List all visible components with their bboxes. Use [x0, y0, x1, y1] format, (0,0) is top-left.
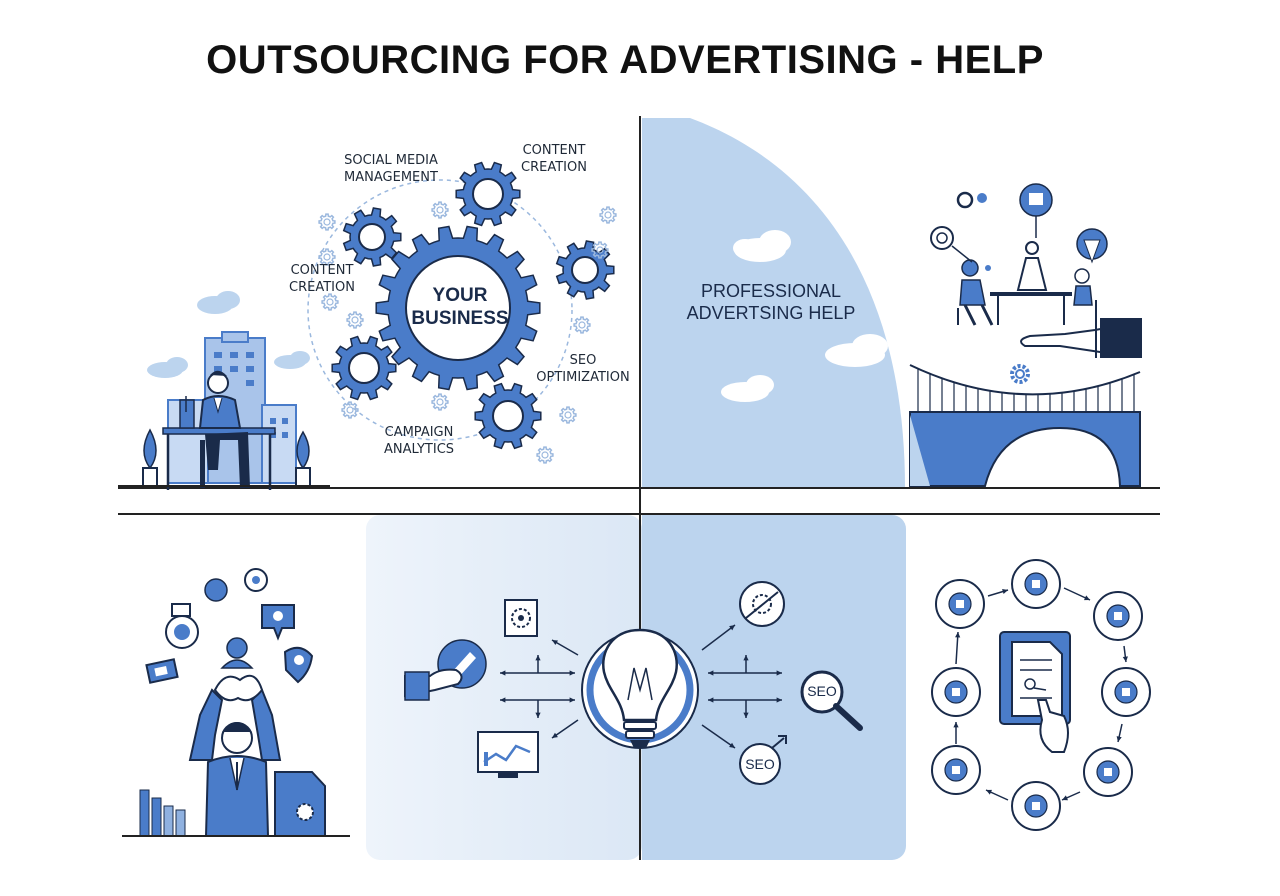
bottom-right-blue-panel	[642, 515, 906, 860]
tablet-document-icon	[999, 631, 1071, 753]
idea-hub	[404, 581, 863, 785]
gear-icon	[555, 240, 615, 300]
analytics-monitor-icon	[477, 731, 539, 778]
workflow-cycle-icon	[931, 559, 1151, 831]
gear-icon	[573, 316, 591, 334]
hand-with-tool-icon	[404, 639, 487, 701]
cycle-step-icon	[1011, 781, 1061, 831]
gear-icon	[599, 206, 617, 224]
gear-icon	[318, 213, 336, 231]
gear-icon	[431, 201, 449, 219]
gear-icon	[321, 293, 339, 311]
gear-icon	[474, 382, 542, 450]
gear-icon	[536, 446, 554, 464]
lightbulb-icon	[602, 628, 678, 748]
plant-icon	[142, 428, 311, 487]
gear-icon	[559, 406, 577, 424]
target-gear-icon	[739, 581, 785, 627]
your-business-label: YOUR BUSINESS	[411, 285, 509, 329]
seo-badge-icon	[739, 735, 787, 785]
cycle-step-icon	[935, 579, 985, 629]
cloud-icon	[721, 230, 888, 402]
cycle-step-icon	[1101, 667, 1151, 717]
cycle-step-icon	[1011, 559, 1061, 609]
gear-icon	[342, 207, 402, 267]
service-label-campaign-analytics: CAMPAIGN ANALYTICS	[383, 425, 455, 457]
professional-help-label: PROFESSIONAL ADVERTSING HELP	[686, 281, 856, 323]
gear-icon	[346, 311, 364, 329]
cycle-step-icon	[931, 745, 981, 795]
magnifier-icon	[800, 670, 863, 731]
businessman-at-desk-icon	[162, 370, 276, 490]
gear-icon	[331, 335, 397, 401]
stressed-person-icon	[122, 568, 350, 837]
cycle-step-icon	[1093, 591, 1143, 641]
cycle-step-icon	[931, 667, 981, 717]
cycle-step-icon	[1083, 747, 1133, 797]
document-gear-icon	[504, 599, 538, 637]
bottom-left-pale-panel	[366, 515, 642, 860]
gear-icon	[431, 393, 449, 411]
gear-icon	[1010, 364, 1030, 384]
seo-badge-label-magnifier: SEO	[807, 683, 837, 699]
professional-help-panel	[642, 118, 905, 488]
team-meeting-icon	[930, 183, 1108, 326]
gear-icon	[318, 248, 336, 266]
seo-badge-label-bottom: SEO	[745, 756, 775, 772]
gear-icon	[341, 401, 359, 419]
service-label-social-media: SOCIAL MEDIA MANAGEMENT	[344, 153, 438, 185]
orbit-ring	[307, 179, 573, 441]
cloud-icon	[147, 291, 310, 378]
gear-cluster	[318, 161, 617, 464]
page-title: OUTSOURCING FOR ADVERTISING - HELP	[206, 38, 1044, 82]
service-label-seo: SEO OPTIMIZATION	[536, 353, 630, 385]
gear-icon	[455, 161, 521, 227]
gear-icon	[375, 225, 541, 391]
panels	[366, 118, 906, 860]
handshake-bridge-icon	[909, 318, 1142, 487]
service-label-content-creation-top: CONTENT CREATION	[521, 143, 587, 175]
service-label-content-creation-left: CONTENT CREATION	[289, 263, 355, 295]
gear-icon	[591, 241, 609, 259]
